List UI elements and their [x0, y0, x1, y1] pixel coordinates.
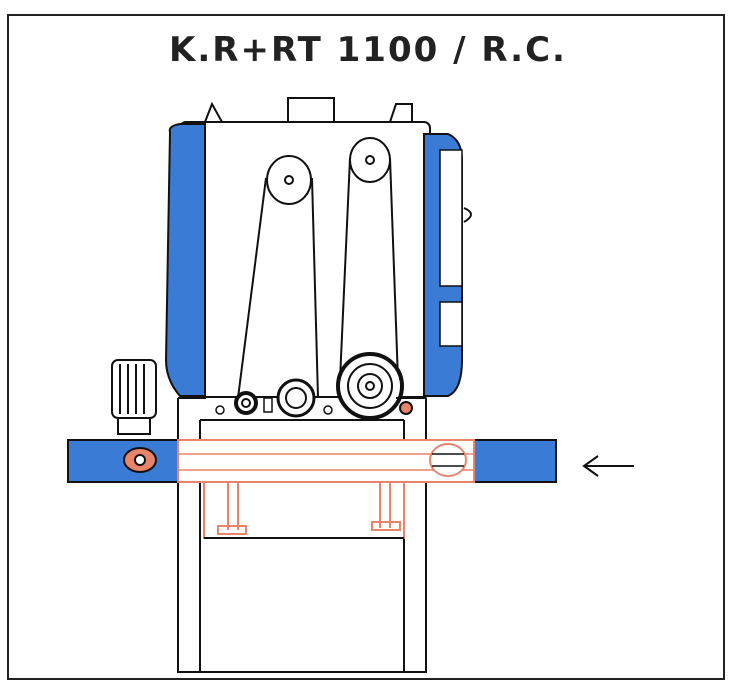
- left-blue-panel: [164, 123, 206, 397]
- feed-motor: [111, 359, 157, 435]
- table-supports: [203, 481, 405, 539]
- sanding-belt-right: [339, 137, 399, 381]
- machine-title: K.R+RT 1100 / R.C.: [169, 30, 567, 70]
- feed-table: [67, 439, 557, 483]
- top-housing: [203, 97, 413, 125]
- roller-group: [215, 352, 413, 420]
- handle-knob: [463, 207, 472, 223]
- left-arrow-icon: [582, 455, 634, 477]
- sanding-belt-left: [237, 155, 319, 399]
- right-panel-window-top: [439, 149, 463, 287]
- machine-base: [177, 397, 427, 673]
- right-panel-window-bottom: [439, 301, 463, 347]
